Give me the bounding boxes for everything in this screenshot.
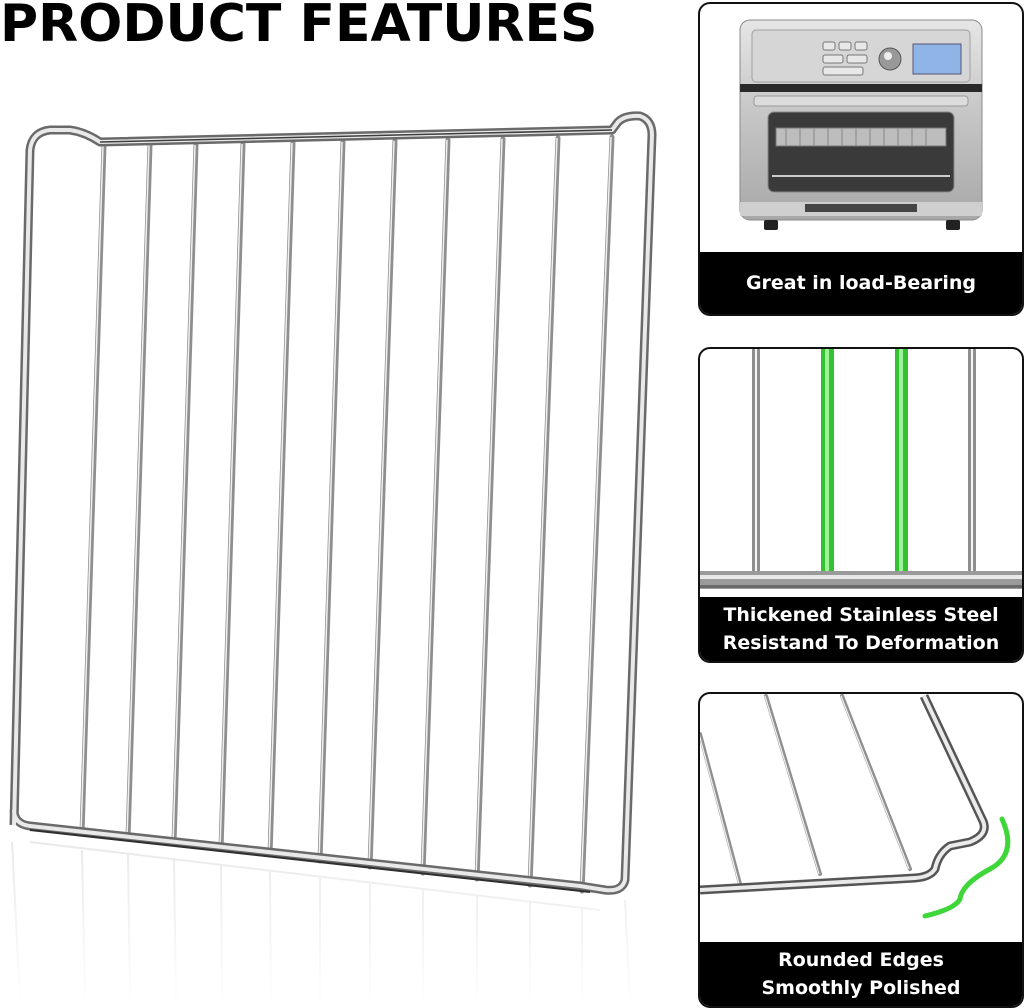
caption-line: Thickened Stainless Steel xyxy=(723,604,999,626)
caption-line: Smoothly Polished xyxy=(761,977,961,999)
thick-bars-closeup-image xyxy=(700,349,1022,589)
feature-caption: Thickened Stainless Steel Resistand To D… xyxy=(700,597,1022,661)
air-fryer-oven-image xyxy=(739,19,983,230)
rounded-corner-closeup-image xyxy=(700,694,1011,919)
feature-card-load-bearing: Great in load-Bearing xyxy=(698,2,1024,316)
feature-caption: Great in load-Bearing xyxy=(700,252,1022,314)
feature-caption: Rounded Edges Smoothly Polished xyxy=(700,942,1022,1006)
caption-line: Resistand To Deformation xyxy=(722,632,1000,654)
wire-rack-image xyxy=(0,111,680,1008)
caption-line: Rounded Edges xyxy=(778,949,944,971)
feature-card-rounded-edges: Rounded Edges Smoothly Polished xyxy=(698,692,1024,1008)
caption-line: Great in load-Bearing xyxy=(745,272,977,294)
feature-card-thickened-steel: Thickened Stainless Steel Resistand To D… xyxy=(698,347,1024,663)
page-title: PRODUCT FEATURES xyxy=(0,0,598,54)
